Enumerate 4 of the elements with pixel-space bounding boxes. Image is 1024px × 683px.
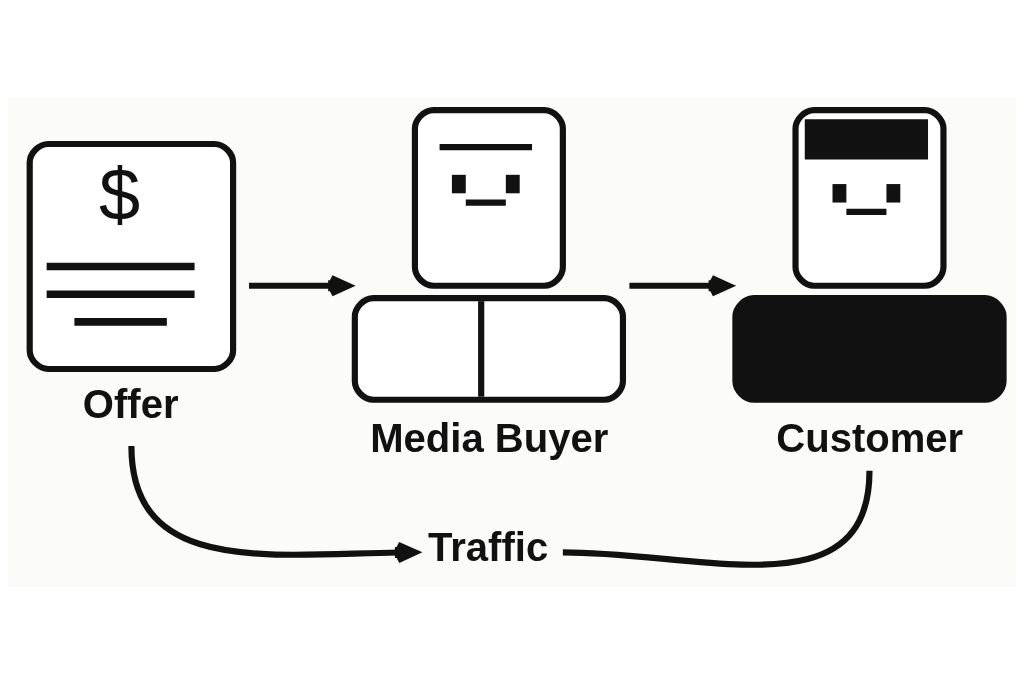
node-text: Traffic: [428, 524, 549, 568]
node-label: Media Buyer: [370, 415, 609, 460]
node-label: Customer: [776, 415, 964, 460]
node-label: Offer: [82, 381, 179, 426]
